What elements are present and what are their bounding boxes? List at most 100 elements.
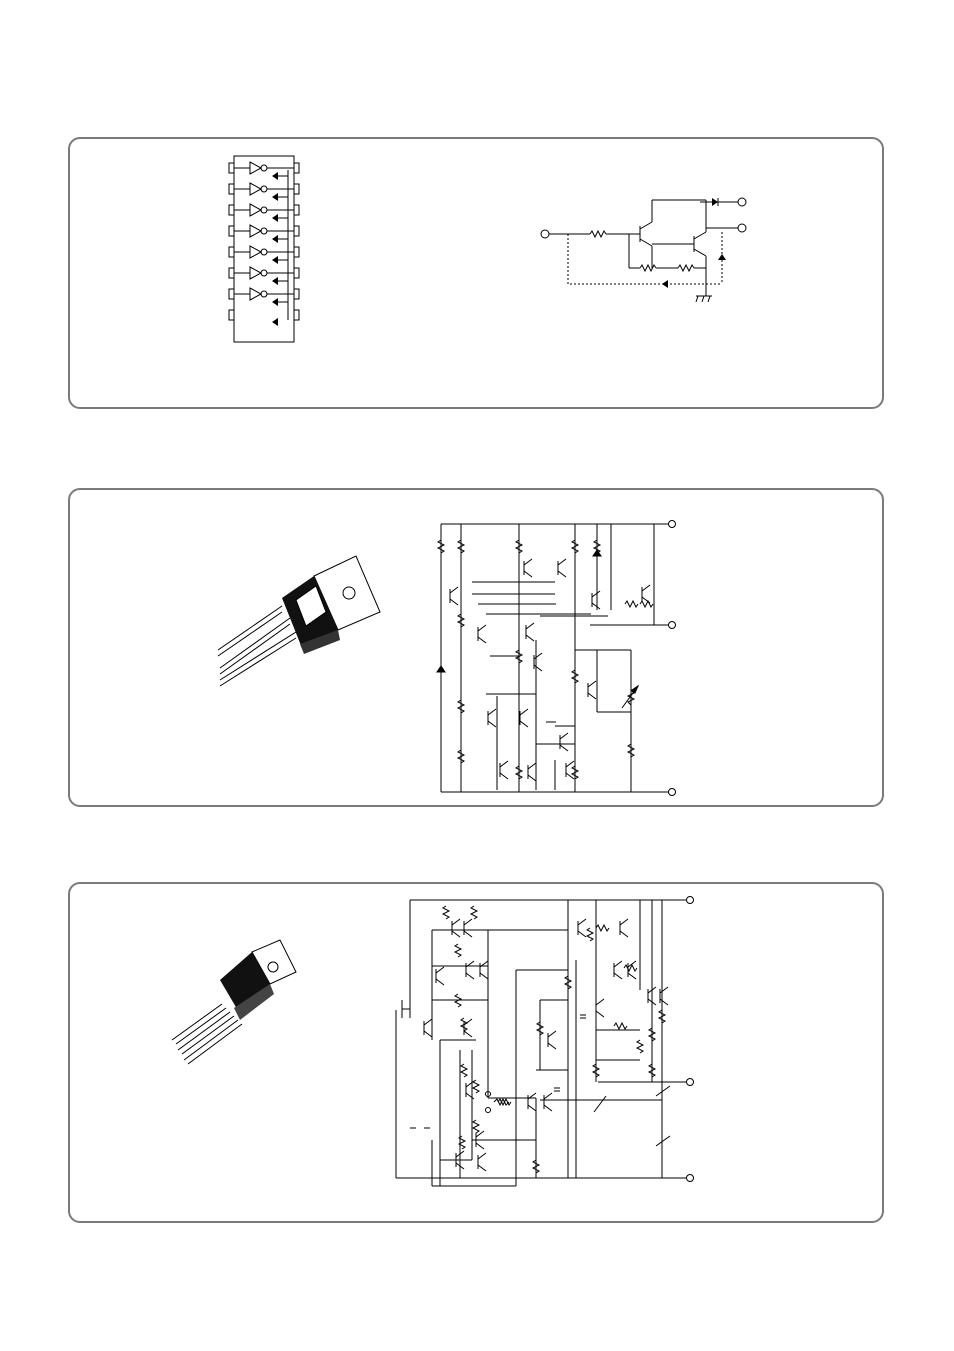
resistor	[471, 906, 477, 919]
transistor-collector	[520, 709, 528, 715]
dip-pin	[229, 184, 234, 194]
dip-pin	[294, 247, 299, 257]
dip-pin	[294, 163, 299, 173]
input-terminal	[687, 897, 694, 904]
transistor-collector	[466, 1081, 474, 1087]
common-terminal	[738, 198, 746, 206]
resistor	[624, 965, 637, 971]
inverter-gate	[250, 246, 261, 258]
inverter-gate	[250, 204, 261, 216]
transistor-collector	[436, 967, 444, 973]
transistor-emitter	[478, 1165, 486, 1171]
transistor-emitter	[450, 599, 458, 605]
resistor	[587, 928, 593, 941]
transistor-collector	[526, 623, 534, 629]
zener-diode	[437, 666, 445, 672]
transistor-collector	[578, 919, 586, 925]
transistor-emitter	[520, 721, 528, 727]
transistor-emitter	[436, 979, 444, 985]
transistor-collector	[528, 763, 536, 769]
transistor-emitter	[488, 721, 496, 727]
transistor-collector	[548, 1031, 556, 1037]
clamp-diode	[272, 235, 278, 243]
regulator-schematic	[396, 897, 694, 1187]
transistor-collector	[588, 681, 596, 687]
resistor	[625, 601, 638, 607]
clamp-diode	[272, 277, 278, 285]
dip-pin	[294, 226, 299, 236]
transistor-collector	[500, 761, 508, 767]
ground-terminal	[669, 789, 676, 796]
transistor-emitter	[588, 693, 596, 699]
transistor-collector	[534, 653, 542, 659]
dip-pin	[294, 268, 299, 278]
dip-pin	[229, 205, 234, 215]
inverter-gate	[250, 183, 261, 195]
resistor	[637, 1040, 643, 1053]
transistor-collector	[478, 625, 486, 631]
transistor-collector	[452, 919, 460, 925]
transistor-emitter	[592, 603, 600, 609]
transistor-collector	[558, 559, 566, 565]
dip-pin	[229, 289, 234, 299]
transistor-emitter	[526, 635, 534, 641]
ground-terminal	[687, 1175, 694, 1182]
resistor	[473, 1120, 479, 1133]
inverter-gate	[250, 288, 261, 300]
transistor-emitter	[660, 999, 668, 1005]
transistor-emitter	[628, 973, 636, 979]
inverter-gate	[250, 225, 261, 237]
resistor	[461, 1064, 467, 1077]
transistor-collector	[464, 919, 472, 925]
dip-pin	[294, 310, 299, 320]
input-terminal	[541, 230, 549, 238]
transistor-collector	[614, 961, 622, 967]
output-terminal	[669, 622, 676, 629]
transistor-group	[450, 559, 650, 781]
transistor-collector	[642, 585, 650, 591]
clamp-diode	[272, 172, 278, 180]
transistor-emitter	[524, 571, 532, 577]
transistor-collector	[450, 587, 458, 593]
transistor-emitter	[466, 1093, 474, 1099]
to220-package-icon	[218, 556, 380, 686]
regulator-schematic	[437, 521, 676, 796]
transistor-collector	[592, 591, 600, 597]
base-resistor	[590, 231, 606, 237]
transistor-emitter	[560, 745, 568, 751]
resistor	[596, 925, 609, 931]
dip-pin	[294, 289, 299, 299]
transistor-emitter	[466, 973, 474, 979]
resistor	[473, 1080, 479, 1093]
clamp-diode	[272, 214, 278, 222]
dip-pin	[229, 268, 234, 278]
transistor-collector	[478, 1153, 486, 1159]
transistor-collector	[424, 1019, 432, 1025]
transistor-collector	[596, 999, 604, 1005]
dip-pin	[229, 247, 234, 257]
dip-pin	[294, 205, 299, 215]
transistor-emitter	[452, 931, 460, 937]
dip-pin	[294, 184, 299, 194]
resistor	[455, 944, 461, 957]
output-terminal	[738, 224, 746, 232]
transistor-group	[424, 919, 668, 1171]
resistor	[443, 906, 449, 919]
to220-package-icon	[172, 940, 296, 1064]
transistor-collector	[566, 761, 574, 767]
transistor-emitter	[464, 931, 472, 937]
transistor-emitter	[596, 1011, 604, 1017]
dip-pin	[229, 226, 234, 236]
transistor-emitter	[642, 597, 650, 603]
transistor-emitter	[478, 637, 486, 643]
clamp-diode	[712, 198, 718, 206]
transistor-emitter	[614, 973, 622, 979]
inverter-gate	[250, 162, 261, 174]
dip-pin	[229, 310, 234, 320]
transistor-collector	[524, 559, 532, 565]
transistor-emitter	[476, 1143, 484, 1149]
transistor-emitter	[544, 1105, 552, 1111]
transistor-collector	[560, 733, 568, 739]
transistor-emitter	[620, 931, 628, 937]
